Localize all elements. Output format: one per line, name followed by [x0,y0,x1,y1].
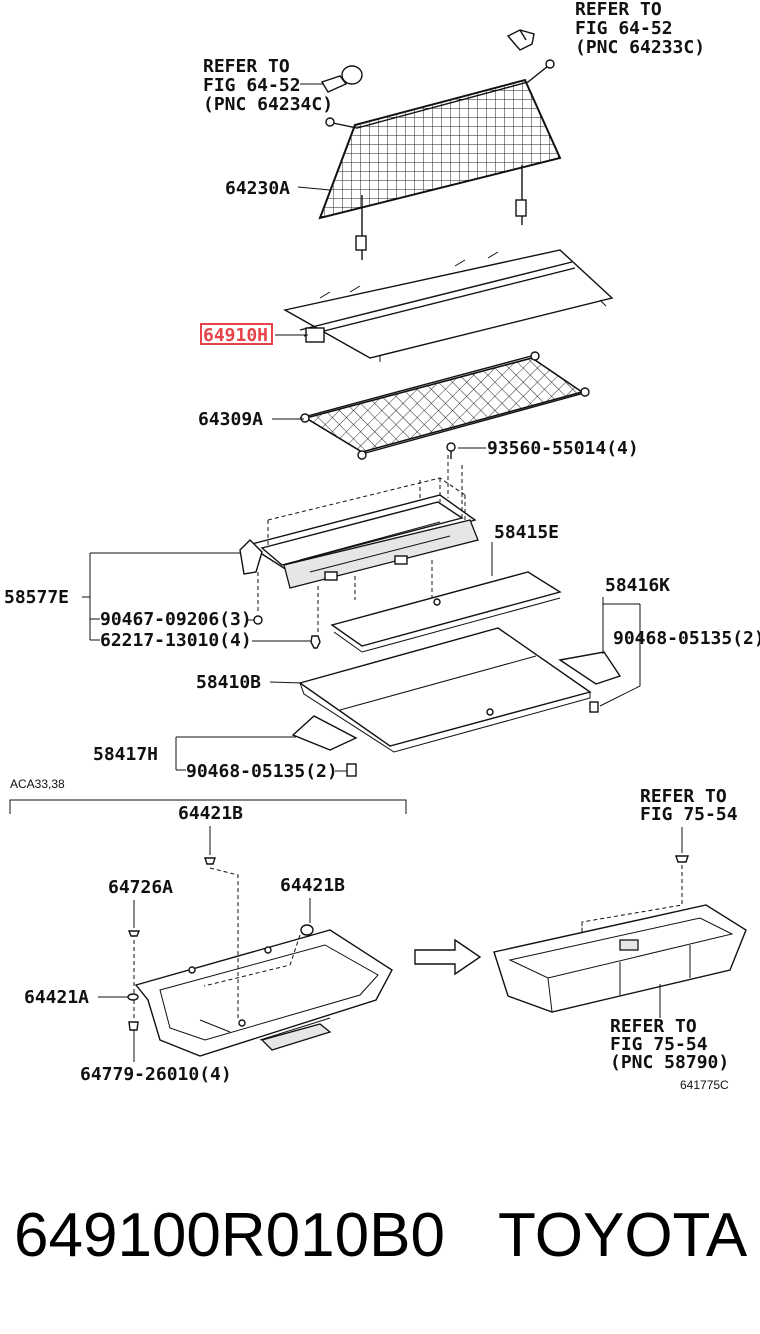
refer-top-left-line1: REFER TO [203,56,290,77]
diagram-code: 641775C [680,1078,729,1092]
label-64779: 64779-26010(4) [80,1064,232,1085]
label-58417H: 58417H [93,744,158,765]
floor-net-64309A [299,351,590,460]
clip-62217 [310,635,321,649]
refer-top-right-line2: FIG 64-52 [575,18,673,39]
screw-93560 [446,442,456,459]
label-58416K: 58416K [605,575,670,596]
label-64726A: 64726A [108,877,173,898]
label-58410B: 58410B [196,672,261,693]
refer-top-left-line2: FIG 64-52 [203,75,301,96]
cover-58416K [558,651,622,685]
label-64230A: 64230A [225,178,290,199]
label-62217: 62217-13010(4) [100,630,252,651]
label-64309A: 64309A [198,409,263,430]
refer-top-left-line3: (PNC 64234C) [203,94,333,115]
label-aca33: ACA33,38 [10,777,65,791]
refer-bottom-line2: FIG 75-54 [610,1034,708,1055]
refer-top-right-line3: (PNC 64233C) [575,37,705,58]
label-64421A: 64421A [24,987,89,1008]
cover-58417H [291,715,358,751]
board-58415E [330,571,562,653]
label-90468b: 90468-05135(2) [186,761,338,782]
clip-64779 [128,1021,139,1031]
deck-board-58410B [298,627,592,753]
label-90467: 90467-09206(3) [100,609,252,630]
label-64910: 64910H [203,325,268,346]
hook-top-right [506,29,535,51]
brand-name: TOYOTA [498,1201,748,1270]
label-90468a: 90468-05135(2) [613,628,760,649]
hook-top-left [320,65,363,93]
clip-64421B-mid [300,924,314,936]
luggage-tray [134,929,393,1057]
clip-90467 [253,615,263,625]
part-number: 649100R010B0 [14,1201,445,1270]
storage-tray-right [493,904,747,1013]
refer-bottom-top-line1: REFER TO [640,786,727,807]
arrow-right [414,938,482,976]
clip-right-top [675,855,689,863]
clip-90468b [346,763,357,777]
deck-frame-58577E [239,494,479,589]
refer-top-right-line1: REFER TO [575,0,662,20]
refer-bottom-line3: (PNC 58790) [610,1052,729,1073]
clip-64421B-top [204,857,216,865]
refer-bottom-line1: REFER TO [610,1016,697,1037]
label-93560: 93560-55014(4) [487,438,639,459]
label-58577E: 58577E [4,587,69,608]
refer-bottom-top-line2: FIG 75-54 [640,804,738,825]
clip-64726A [127,930,141,937]
tonneau-cover-64910 [283,249,614,362]
clip-64421A [127,993,139,1001]
label-64421B-mid: 64421B [280,875,345,896]
label-58415E: 58415E [494,522,559,543]
clip-90468a [589,701,599,713]
cargo-net-64230A [318,59,562,260]
highlight-box-64910 [200,323,273,345]
label-64421B-top: 64421B [178,803,243,824]
